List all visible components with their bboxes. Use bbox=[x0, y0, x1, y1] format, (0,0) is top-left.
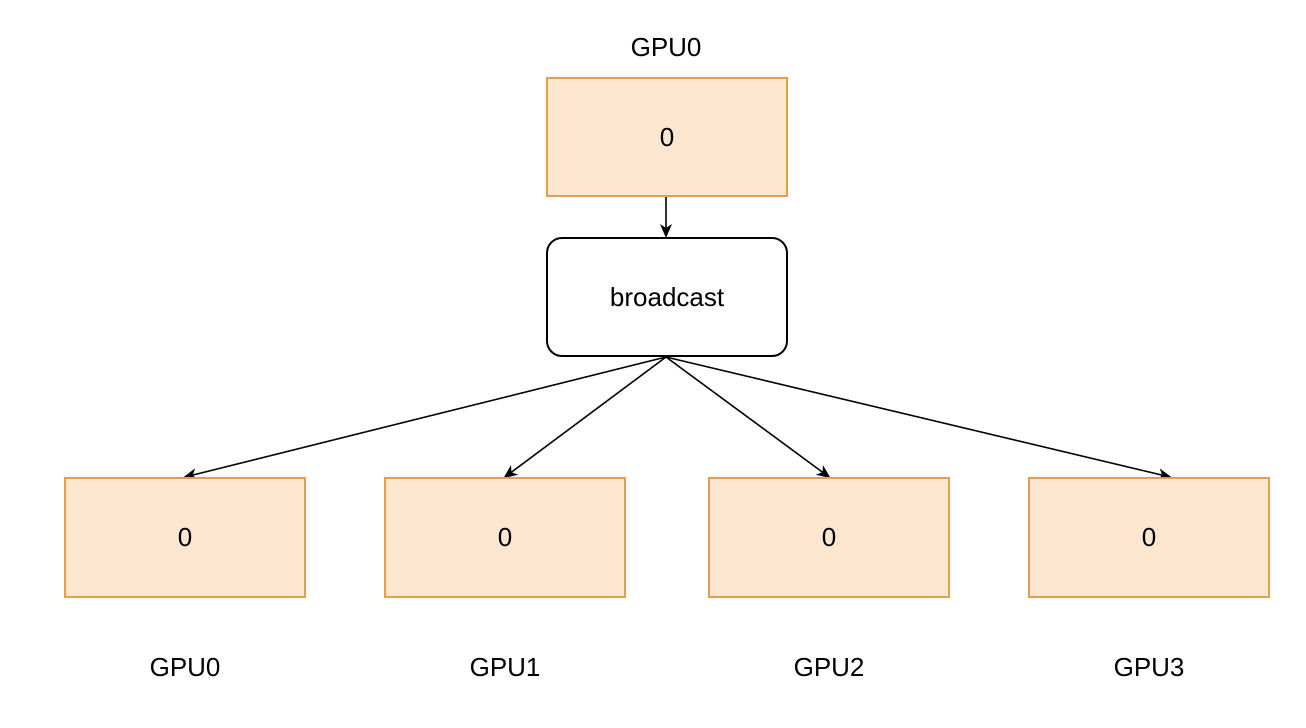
edge-broadcast-to-target-1 bbox=[503, 356, 667, 479]
target-gpu-label-3: GPU3 bbox=[1113, 652, 1185, 682]
target-buffer-0: 0 bbox=[64, 477, 306, 598]
target-gpu-label-1: GPU1 bbox=[469, 652, 541, 682]
edge-broadcast-to-target-0 bbox=[183, 356, 667, 480]
target-gpu-label-2: GPU2 bbox=[793, 652, 865, 682]
broadcast-operation-label: broadcast bbox=[609, 281, 725, 312]
target-buffer-2: 0 bbox=[708, 477, 950, 598]
target-buffer-3: 0 bbox=[1028, 477, 1270, 598]
source-buffer: 0 bbox=[546, 77, 788, 197]
target-buffer-1: 0 bbox=[384, 477, 626, 598]
target-buffer-value: 0 bbox=[1141, 522, 1157, 552]
target-buffer-value: 0 bbox=[821, 522, 837, 552]
target-gpu-label-0: GPU0 bbox=[149, 652, 221, 682]
target-buffer-value: 0 bbox=[177, 522, 193, 552]
source-buffer-value: 0 bbox=[659, 121, 675, 152]
target-buffer-value: 0 bbox=[497, 522, 513, 552]
broadcast-operation: broadcast bbox=[546, 237, 788, 357]
edge-broadcast-to-target-3 bbox=[665, 356, 1172, 481]
edge-broadcast-to-target-2 bbox=[665, 356, 831, 479]
source-gpu-label: GPU0 bbox=[630, 32, 702, 62]
